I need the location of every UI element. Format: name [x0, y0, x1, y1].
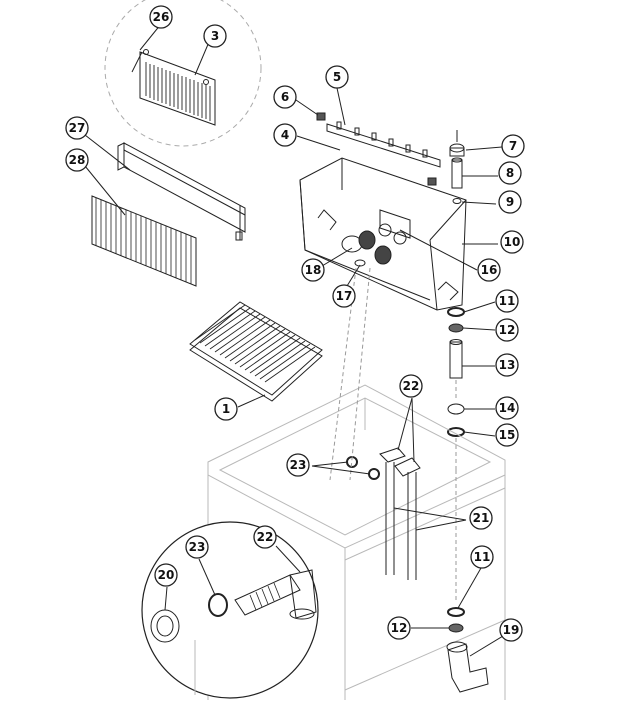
part-5-peg-bar: [316, 112, 441, 186]
callout-3: 3: [203, 24, 227, 48]
callout-22-detail: 22: [253, 525, 277, 549]
detail-circle-fittings: [141, 521, 319, 699]
callout-10-label: 10: [504, 235, 521, 249]
part-28-brush-strip: [91, 195, 197, 287]
callout-8: 8: [498, 161, 522, 185]
callout-21: 21: [469, 506, 493, 530]
callout-3-label: 3: [211, 29, 219, 43]
part-10-basin: [299, 157, 467, 311]
callout-18: 18: [301, 258, 325, 282]
callout-10: 10: [500, 230, 524, 254]
callout-11-top-label: 11: [499, 294, 516, 308]
callout-11-bottom: 11: [470, 545, 494, 569]
callout-4: 4: [273, 123, 297, 147]
callout-14-label: 14: [499, 401, 516, 415]
part-1-grate: [189, 301, 323, 402]
callout-23-upper-label: 23: [290, 458, 307, 472]
callout-12-top-label: 12: [499, 323, 516, 337]
callout-13-label: 13: [499, 358, 516, 372]
parts-11-15-drain-stack: [447, 307, 465, 470]
callout-23-upper: 23: [286, 453, 310, 477]
callout-7: 7: [501, 134, 525, 158]
callout-9: 9: [498, 190, 522, 214]
callout-16-label: 16: [481, 263, 498, 277]
callout-12-top: 12: [495, 318, 519, 342]
leader-lines: [84, 23, 509, 657]
callout-18-label: 18: [305, 263, 322, 277]
callout-23-detail-label: 23: [189, 540, 206, 554]
callout-15-label: 15: [499, 428, 516, 442]
callout-6: 6: [273, 85, 297, 109]
callout-12-bottom-label: 12: [391, 621, 408, 635]
part-27-rail: [117, 142, 246, 241]
callout-17: 17: [332, 284, 356, 308]
callout-28: 28: [65, 148, 89, 172]
callout-5: 5: [325, 65, 349, 89]
callout-13: 13: [495, 353, 519, 377]
callout-14: 14: [495, 396, 519, 420]
callout-19: 19: [499, 618, 523, 642]
callout-26-label: 26: [153, 10, 170, 24]
callout-11-top: 11: [495, 289, 519, 313]
callout-9-label: 9: [506, 195, 514, 209]
callout-22-upper: 22: [399, 374, 423, 398]
callout-26: 26: [149, 5, 173, 29]
callout-1: 1: [214, 397, 238, 421]
callout-16: 16: [477, 258, 501, 282]
callout-22-detail-label: 22: [257, 530, 274, 544]
callout-28-label: 28: [69, 153, 86, 167]
callout-8-label: 8: [506, 166, 514, 180]
callout-20-label: 20: [158, 568, 175, 582]
parts-16-17-18-fittings: [341, 230, 392, 267]
callout-15: 15: [495, 423, 519, 447]
callout-17-label: 17: [336, 289, 353, 303]
parts-7-8-9-valve: [449, 130, 465, 204]
callout-6-label: 6: [281, 90, 289, 104]
callout-12-bottom: 12: [387, 616, 411, 640]
detail-bubble-brush: [104, 0, 262, 147]
callout-5-label: 5: [333, 70, 341, 84]
callout-4-label: 4: [281, 128, 289, 142]
callout-1-label: 1: [222, 402, 230, 416]
callout-22-upper-label: 22: [403, 379, 420, 393]
part-19-elbow: [446, 470, 489, 693]
callout-11-bottom-label: 11: [474, 550, 491, 564]
callout-19-label: 19: [503, 623, 520, 637]
callout-27-label: 27: [69, 121, 86, 135]
callout-20: 20: [154, 563, 178, 587]
callout-21-label: 21: [473, 511, 490, 525]
parts-21-22-23-pipes: [329, 267, 421, 580]
callout-23-detail: 23: [185, 535, 209, 559]
callout-27: 27: [65, 116, 89, 140]
callout-7-label: 7: [509, 139, 517, 153]
